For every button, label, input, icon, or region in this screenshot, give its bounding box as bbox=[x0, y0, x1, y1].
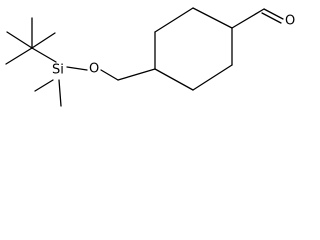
cyclohexane-ring-bond-6 bbox=[154, 68, 194, 91]
cyclohexane-ring-bond-5 bbox=[192, 64, 233, 91]
tbutyl-quaternary-to-upper-left-methyl-bond bbox=[6, 31, 33, 49]
tbutyl-quaternary-to-lower-left-methyl-bond bbox=[5, 47, 33, 65]
aldehyde-double-bond-line-1 bbox=[263, 8, 284, 20]
ether-oxygen-atom-label: O bbox=[89, 62, 99, 77]
oxygen-to-methylene-bond bbox=[100, 69, 119, 81]
chemical-structure-diagram: Si O O bbox=[5, 7, 295, 107]
carbonyl-oxygen-atom-label: O bbox=[285, 14, 295, 29]
tbutyl-to-silicon-bond bbox=[31, 47, 57, 63]
aldehyde-double-bond-line-2 bbox=[261, 12, 282, 24]
silicon-methyl-lower-bond bbox=[58, 79, 62, 107]
silicon-atom-label: Si bbox=[52, 63, 64, 78]
silicon-methyl-lower-left-bond bbox=[34, 79, 54, 92]
ring-to-aldehyde-carbon-bond bbox=[231, 8, 265, 29]
cyclohexane-ring-bond-3 bbox=[192, 7, 233, 29]
cyclohexane-ring-bond-2 bbox=[154, 7, 194, 33]
tbutyl-quaternary-to-upper-right-methyl-bond bbox=[31, 32, 56, 49]
methylene-to-ring-bond bbox=[117, 68, 156, 81]
silicon-to-oxygen-bond bbox=[66, 66, 88, 71]
